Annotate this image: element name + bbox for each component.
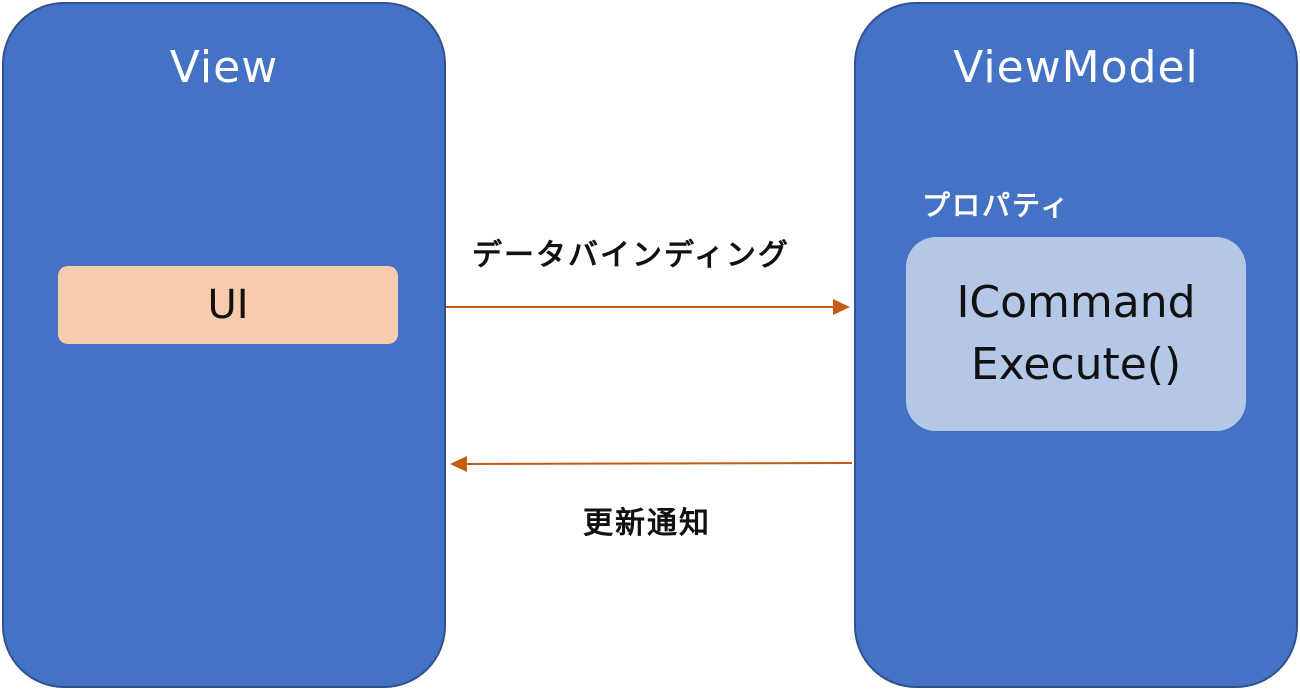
icommand-label: ICommand [956, 277, 1196, 328]
ui-label: UI [207, 282, 249, 328]
update-notification-arrow [465, 462, 853, 465]
viewmodel-title: ViewModel [953, 42, 1199, 93]
data-binding-arrowhead [833, 299, 850, 315]
view-panel: View [2, 2, 446, 688]
update-notification-label: 更新通知 [583, 506, 711, 541]
execute-label: Execute() [970, 339, 1182, 390]
data-binding-label: データバインディング [472, 238, 790, 273]
icommand-box: ICommand Execute() [906, 237, 1246, 431]
view-title: View [169, 42, 279, 93]
update-notification-arrowhead [450, 456, 467, 472]
property-label: プロパティ [922, 189, 1071, 222]
ui-box: UI [58, 266, 398, 344]
